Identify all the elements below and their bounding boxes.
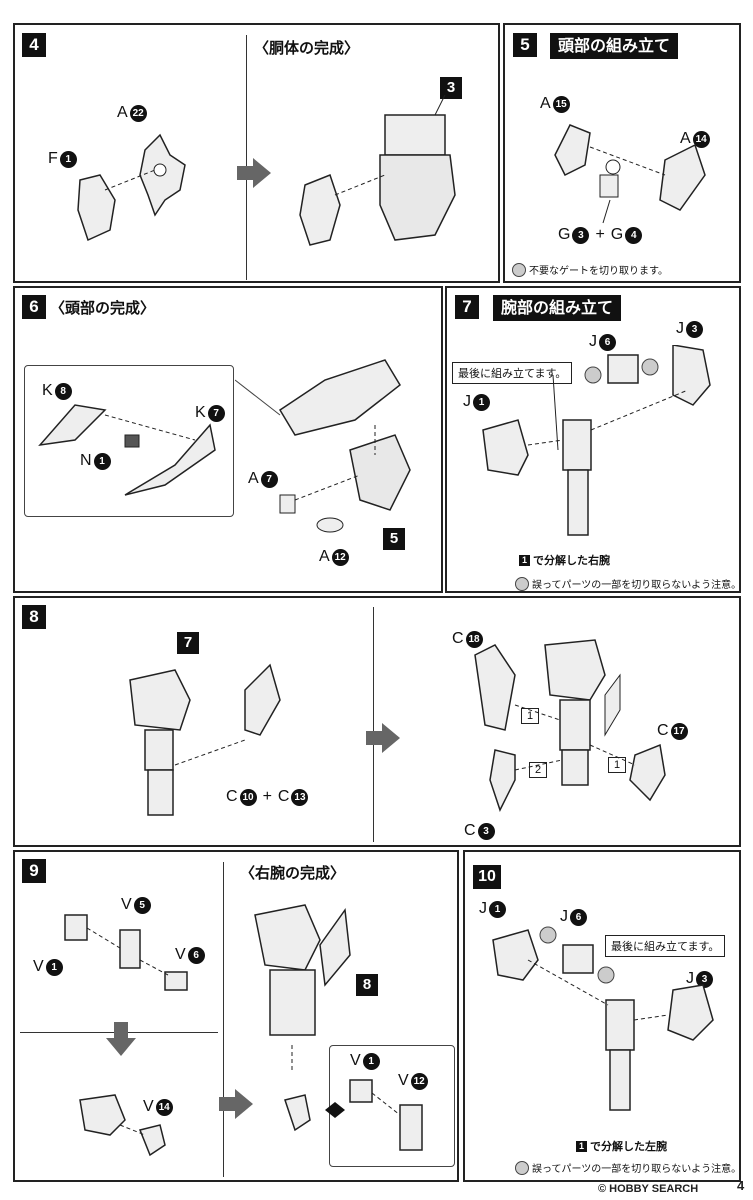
step-9-divider bbox=[223, 862, 224, 1177]
step-9-down-arrow bbox=[106, 1022, 136, 1056]
step-7-warning-note: 誤ってパーツの一部を切り取らないよう注意。 bbox=[515, 576, 741, 591]
step-6-panel bbox=[13, 286, 443, 593]
ref-step-5: 5 bbox=[383, 528, 405, 550]
step-9-flow-arrow bbox=[219, 1089, 253, 1119]
seq-marker-2: 2 bbox=[529, 762, 547, 778]
step-6-number: 6 bbox=[22, 295, 46, 319]
step-5-title: 頭部の組み立て bbox=[550, 33, 679, 59]
gate-cut-icon bbox=[512, 262, 526, 277]
gate-warning-icon-2 bbox=[515, 1160, 529, 1175]
step-4-flow-arrow bbox=[237, 158, 271, 188]
ref-step-3: 3 bbox=[440, 77, 462, 99]
step-4-parts-drawing bbox=[77, 133, 186, 242]
step-8-flow-arrow bbox=[366, 723, 400, 753]
right-arm-complete-drawing bbox=[254, 904, 351, 1070]
antenna-parts-drawing bbox=[38, 404, 216, 496]
step-7-title: 腕部の組み立て bbox=[493, 295, 622, 321]
step-4-title: 〈胴体の完成〉 bbox=[254, 39, 360, 57]
step-9-number: 9 bbox=[22, 859, 46, 883]
left-arm-parts-drawing bbox=[492, 926, 714, 1111]
head-assembly-drawing bbox=[235, 359, 411, 533]
seq-marker-1b: 1 bbox=[608, 757, 626, 773]
right-arm-parts-drawing bbox=[482, 345, 711, 536]
step-9-title: 〈右腕の完成〉 bbox=[240, 864, 346, 882]
step-8-divider bbox=[373, 607, 374, 842]
step-10-callout: 最後に組み立てます。 bbox=[605, 935, 726, 957]
step-5-number: 5 bbox=[513, 33, 537, 57]
hand-swap-drawing bbox=[284, 1079, 423, 1151]
step-8-left-drawing bbox=[129, 663, 281, 816]
head-parts-drawing bbox=[554, 124, 706, 224]
torso-assembly-drawing bbox=[299, 95, 456, 246]
step-9-hand-inset bbox=[329, 1045, 455, 1167]
hand-parts-drawing bbox=[64, 914, 188, 991]
step-7-callout: 最後に組み立てます。 bbox=[452, 362, 573, 384]
step-4-number: 4 bbox=[22, 33, 46, 57]
page-number: 4 bbox=[737, 1178, 745, 1193]
hand-assembled-drawing bbox=[79, 1094, 166, 1157]
step-6-detail-inset bbox=[24, 365, 234, 517]
ref-step-8: 8 bbox=[356, 974, 378, 996]
step-6-title: 〈頭部の完成〉 bbox=[50, 299, 156, 317]
seq-marker-1a: 1 bbox=[521, 708, 539, 724]
step-5-gate-note: 不要なゲートを切り取ります。 bbox=[512, 262, 668, 277]
step-10-warning-note: 誤ってパーツの一部を切り取らないよう注意。 bbox=[515, 1160, 741, 1175]
step-7-caption: 1 で分解した右腕 bbox=[519, 552, 610, 568]
step-10-number: 10 bbox=[473, 865, 501, 889]
gate-warning-icon bbox=[515, 576, 529, 591]
step-4-divider bbox=[246, 35, 247, 280]
step-5-panel bbox=[503, 23, 741, 283]
watermark: © HOBBY SEARCH bbox=[598, 1183, 699, 1195]
step-8-number: 8 bbox=[22, 605, 46, 629]
ref-step-7: 7 bbox=[177, 632, 199, 654]
step-8-right-drawing bbox=[474, 639, 666, 812]
step-10-caption: 1 で分解した左腕 bbox=[576, 1138, 667, 1154]
step-7-number: 7 bbox=[455, 295, 479, 319]
